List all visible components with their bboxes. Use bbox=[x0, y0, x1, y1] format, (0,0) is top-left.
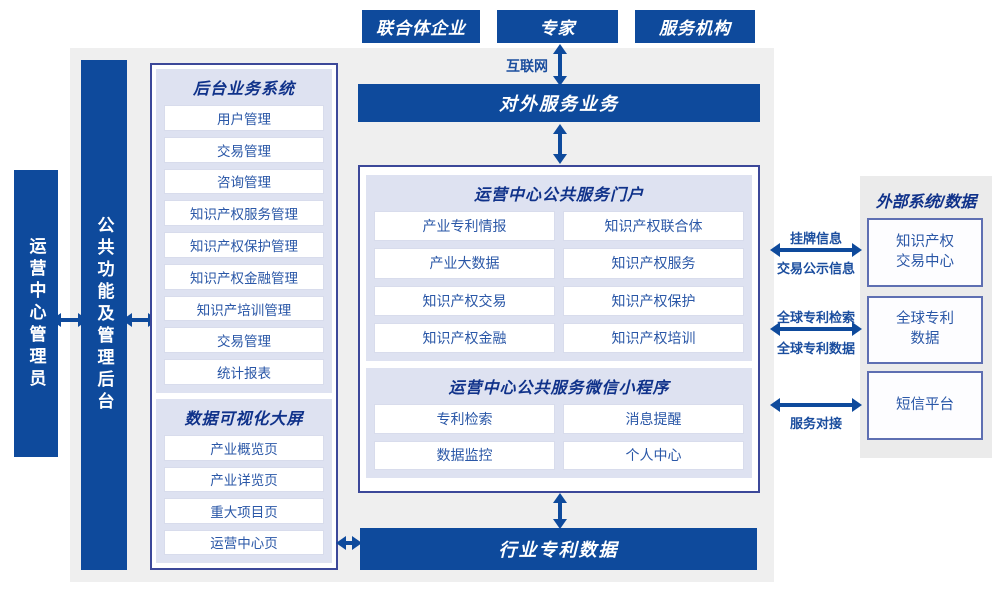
backend-item: 统计报表 bbox=[164, 359, 324, 386]
arrow-listing-info bbox=[770, 243, 862, 257]
arrow-actors-to-service bbox=[553, 44, 567, 86]
dashboard-item: 运营中心页 bbox=[164, 529, 324, 555]
public-service-portal-panel: 运营中心公共服务门户 产业专利情报 知识产权联合体 产业大数据 知识产权服务 知… bbox=[366, 175, 752, 361]
backend-item: 知识产权保护管理 bbox=[164, 232, 324, 258]
backend-item: 用户管理 bbox=[164, 105, 324, 131]
portal-panel-title: 运营中心公共服务门户 bbox=[473, 187, 644, 204]
actor-expert: 专家 bbox=[497, 10, 618, 43]
public-functions-backend-bar: 公共功能及管理后台 bbox=[81, 60, 127, 570]
actor-consortium-enterprise: 联合体企业 bbox=[362, 10, 480, 43]
backend-item: 交易管理 bbox=[164, 136, 324, 163]
arrow-portal-to-patent-data bbox=[553, 493, 567, 529]
arrow-service-to-portal bbox=[553, 124, 567, 164]
portal-item: 知识产权交易 bbox=[374, 285, 555, 316]
data-visualization-panel: 数据可视化大屏 产业概览页 产业详览页 重大项目页 运营中心页 bbox=[156, 399, 332, 563]
portal-item-grid: 产业专利情报 知识产权联合体 产业大数据 知识产权服务 知识产权交易 知识产权保… bbox=[366, 209, 752, 361]
arrow-admin-to-backend bbox=[51, 313, 88, 327]
miniapp-item: 消息提醒 bbox=[563, 404, 744, 434]
backend-item: 知识产权服务管理 bbox=[164, 200, 324, 227]
backend-business-panel: 后台业务系统 用户管理 交易管理 咨询管理 知识产权服务管理 知识产权保护管理 … bbox=[156, 69, 332, 393]
external-system-sms-platform: 短信平台 bbox=[867, 371, 983, 440]
miniapp-panel-title: 运营中心公共服务微信小程序 bbox=[448, 380, 670, 397]
connection-label-trade-publicity: 交易公示信息 bbox=[776, 261, 855, 276]
banner-industry-patent-data: 行业专利数据 bbox=[360, 528, 757, 570]
portal-item: 产业大数据 bbox=[374, 248, 555, 279]
miniapp-item: 专利检索 bbox=[374, 404, 555, 434]
portal-item: 产业专利情报 bbox=[374, 211, 555, 242]
portal-item: 知识产权保护 bbox=[563, 285, 744, 316]
operations-center-admin-bar: 运营中心管理员 bbox=[14, 170, 58, 457]
external-system-ip-trade-center: 知识产权 交易中心 bbox=[867, 218, 983, 287]
wechat-miniapp-panel: 运营中心公共服务微信小程序 专利检索 消息提醒 数据监控 个人中心 bbox=[366, 368, 752, 478]
backend-item: 咨询管理 bbox=[164, 168, 324, 195]
connection-label-listing-info: 挂牌信息 bbox=[789, 231, 842, 246]
backend-panel-title: 后台业务系统 bbox=[192, 81, 295, 98]
dashboard-item-list: 产业概览页 产业详览页 重大项目页 运营中心页 bbox=[156, 433, 332, 563]
connection-label-global-search: 全球专利检索 bbox=[776, 310, 855, 325]
external-system-global-patent-data: 全球专利 数据 bbox=[867, 296, 983, 364]
portal-item: 知识产权联合体 bbox=[563, 211, 744, 242]
dashboard-panel-title: 数据可视化大屏 bbox=[184, 411, 304, 428]
connection-label-service-integration: 服务对接 bbox=[789, 416, 842, 431]
backend-item: 交易管理 bbox=[164, 327, 324, 354]
arrow-dashboard-to-patent-data bbox=[336, 536, 362, 550]
connection-label-global-data: 全球专利数据 bbox=[776, 341, 855, 356]
portal-item: 知识产权金融 bbox=[374, 322, 555, 353]
portal-item: 知识产权服务 bbox=[563, 248, 744, 279]
dashboard-item: 产业详览页 bbox=[164, 466, 324, 492]
banner-external-service: 对外服务业务 bbox=[358, 84, 760, 122]
portal-item: 知识产权培训 bbox=[563, 322, 744, 353]
arrow-service-integration bbox=[770, 398, 862, 412]
dashboard-item: 重大项目页 bbox=[164, 498, 324, 524]
dashboard-item: 产业概览页 bbox=[164, 435, 324, 461]
miniapp-item: 个人中心 bbox=[563, 440, 744, 470]
miniapp-item-grid: 专利检索 消息提醒 数据监控 个人中心 bbox=[366, 402, 752, 478]
arrow-global-patent bbox=[770, 322, 862, 336]
actor-service-agency: 服务机构 bbox=[635, 10, 755, 43]
external-panel-title: 外部系统/数据 bbox=[875, 194, 977, 211]
miniapp-item: 数据监控 bbox=[374, 440, 555, 470]
backend-item: 知识产培训管理 bbox=[164, 295, 324, 322]
internet-label: 互联网 bbox=[506, 58, 548, 74]
arrow-backend-to-panels bbox=[122, 313, 158, 327]
backend-item-list: 用户管理 交易管理 咨询管理 知识产权服务管理 知识产权保护管理 知识产权金融管… bbox=[156, 103, 332, 393]
backend-item: 知识产权金融管理 bbox=[164, 263, 324, 290]
